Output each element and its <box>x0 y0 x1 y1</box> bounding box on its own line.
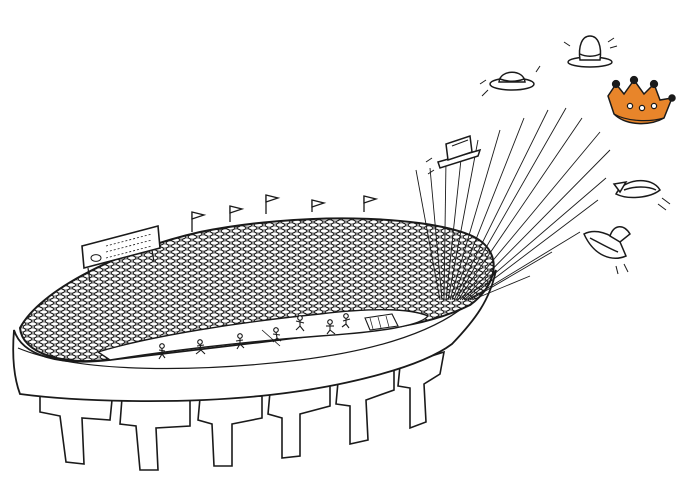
hat-icon <box>583 226 631 275</box>
player-figure <box>235 333 245 350</box>
flag-icon <box>229 205 245 222</box>
stadium-pillars <box>39 350 446 471</box>
flying-objects <box>425 35 676 275</box>
flag-icon <box>311 199 327 212</box>
hat-icon <box>563 35 618 68</box>
flag-icon <box>191 211 207 232</box>
player-figure <box>326 319 336 335</box>
hat-icon <box>479 65 541 97</box>
player-figure <box>158 343 166 360</box>
players <box>158 313 351 360</box>
player-figure <box>341 313 351 329</box>
player-figure <box>272 327 282 343</box>
player-figure <box>195 339 206 355</box>
flag-icon <box>265 194 281 214</box>
player-figure <box>295 315 305 332</box>
radiating-lines <box>415 107 611 301</box>
flags <box>191 194 379 232</box>
scoreboard <box>81 224 161 283</box>
flag-icon <box>363 195 379 212</box>
hat-icon <box>425 134 482 175</box>
hat-icon <box>612 180 671 211</box>
crown-icon <box>607 75 676 125</box>
